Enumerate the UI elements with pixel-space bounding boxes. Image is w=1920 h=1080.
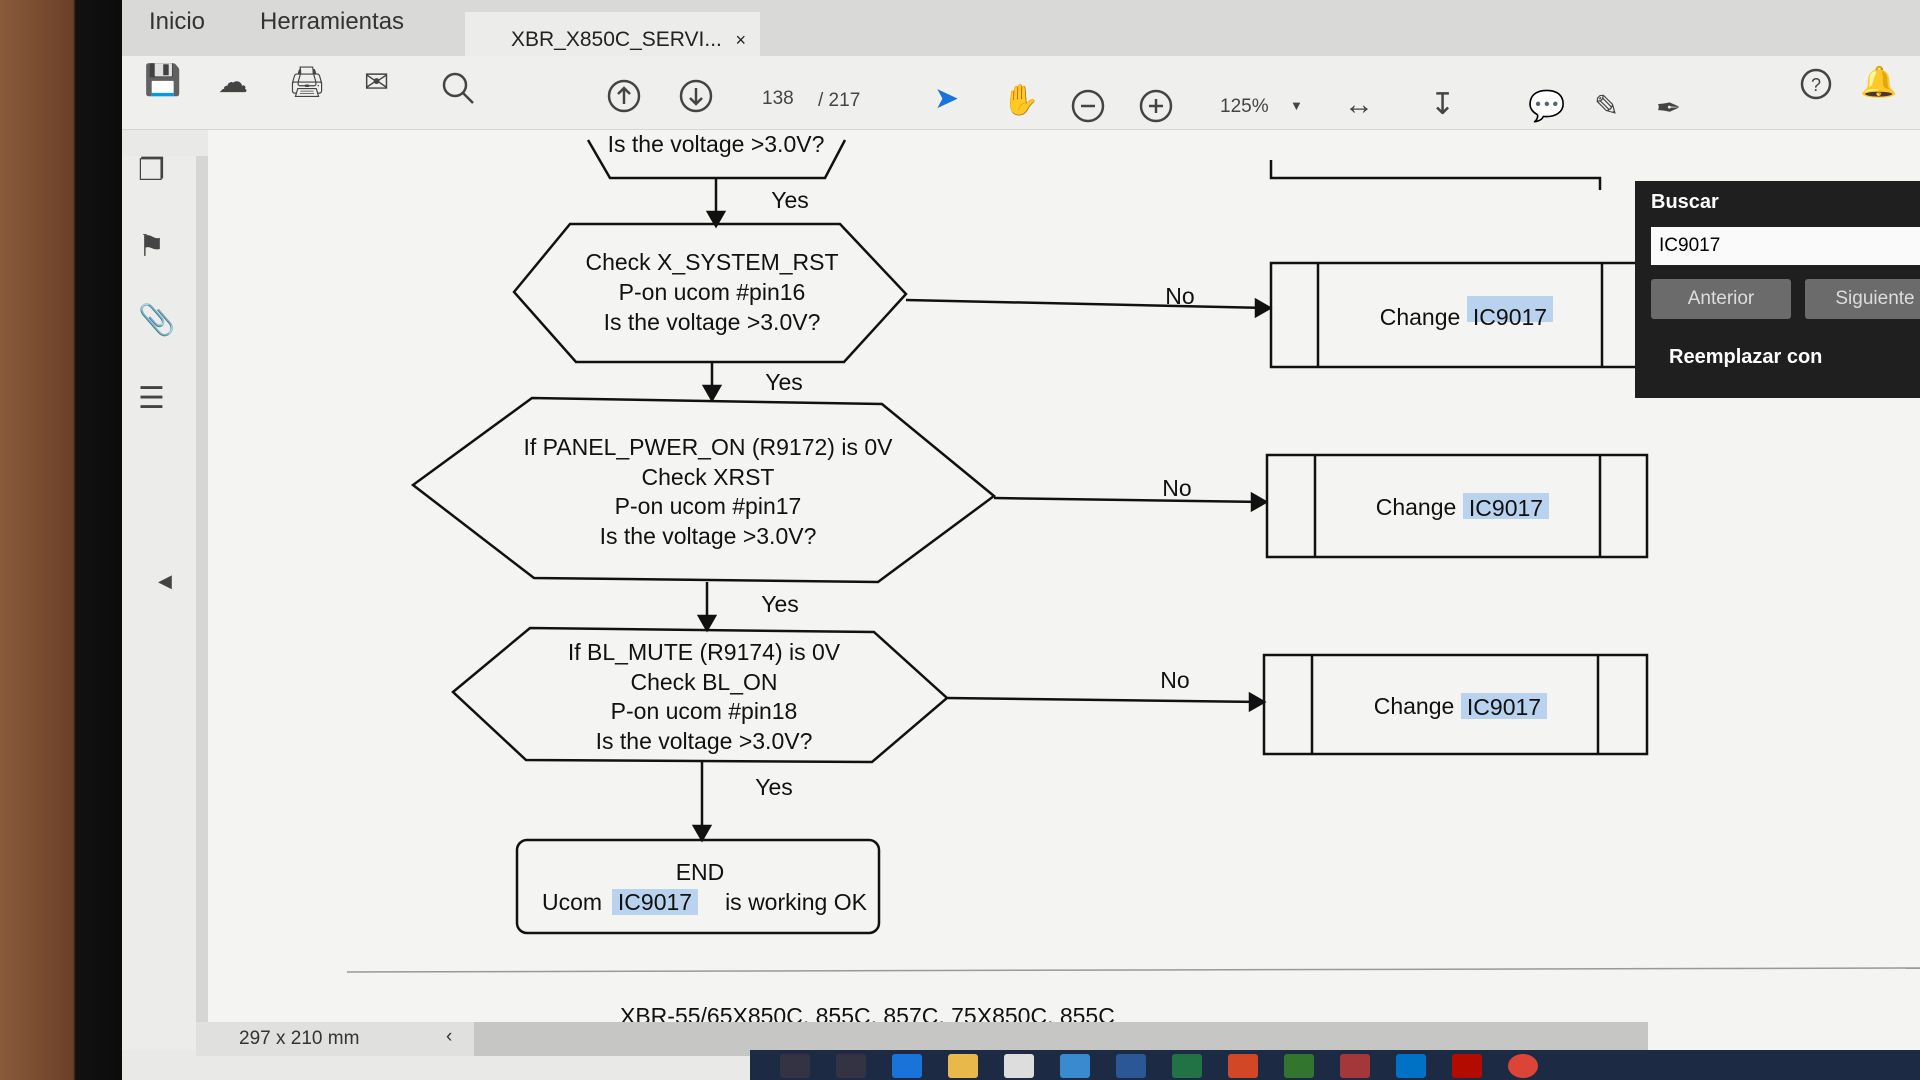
change-label: Change [1380,304,1461,330]
chrome-icon[interactable] [1508,1054,1538,1078]
d2-line1: If PANEL_PWER_ON (R9172) is 0V [524,434,894,460]
no-label: No [1160,667,1189,693]
comment-icon[interactable]: 💬 [1528,90,1566,123]
yes-label: Yes [771,187,809,213]
previous-result-button[interactable]: Anterior [1651,279,1791,319]
excel-icon[interactable] [1172,1054,1202,1078]
d2-line2: Check XRST [642,464,775,490]
scroll-mode-icon[interactable]: ↧ [1430,88,1456,121]
page-size: 297 x 210 mm [239,1028,360,1049]
decision-x-system-rst [512,222,908,364]
project-icon[interactable] [1284,1054,1314,1078]
attachment-icon[interactable]: 📎 [138,304,176,337]
chevron-down-icon[interactable]: ▼ [1290,98,1303,113]
change-label: Change [1376,494,1457,520]
store-icon[interactable] [1004,1054,1034,1078]
notifications-bell-icon[interactable]: 🔔 [1860,66,1898,99]
svg-text:?: ? [1811,75,1821,95]
find-panel: Buscar Anterior Siguiente Reemplazar con [1635,181,1920,398]
zoom-in-icon[interactable] [1138,88,1174,130]
mail-app-icon[interactable] [1060,1054,1090,1078]
tab-tools[interactable]: Herramientas [260,8,405,35]
pane-divider[interactable] [196,156,208,1050]
help-icon[interactable]: ? [1798,66,1834,108]
d1-line1: Check X_SYSTEM_RST [585,249,838,275]
find-title: Buscar [1651,191,1719,213]
change-label: Change [1374,693,1455,719]
d3-line4: Is the voltage >3.0V? [596,728,813,754]
collapse-pane-icon[interactable]: ◀ [158,571,172,591]
no-label: No [1162,475,1191,501]
process-box-1 [1269,261,1653,369]
tab-document[interactable]: XBR_X850C_SERVI... × [465,12,760,56]
search-icon[interactable] [440,70,476,112]
page-total: / 217 [818,90,861,111]
process-box-2 [1265,453,1649,559]
page-number-input[interactable]: 138 [762,88,794,109]
word-icon[interactable] [1116,1054,1146,1078]
close-tab-icon[interactable]: × [735,30,746,50]
acrobat-icon[interactable] [1452,1054,1482,1078]
save-icon[interactable]: 💾 [144,64,182,97]
print-icon[interactable]: 🖨 [288,66,327,99]
end-text-ucom: Ucom [542,889,602,915]
sign-icon[interactable]: ✒ [1656,92,1682,125]
find-input[interactable] [1651,227,1920,265]
replace-with-toggle[interactable]: Reemplazar con [1669,346,1823,368]
left-navigation-pane: ❐ ⚑ 📎 ☰ ◀ [122,156,196,1050]
process-box-3 [1262,653,1649,756]
bookmark-icon[interactable]: ⚑ [138,230,165,263]
file-explorer-icon[interactable] [948,1054,978,1078]
partial-decision-text: Is the voltage >3.0V? [608,131,825,157]
access-icon[interactable] [1340,1054,1370,1078]
previous-page-icon[interactable] [606,78,642,120]
zoom-level-dropdown[interactable]: 125% [1220,96,1269,117]
d3-line2: Check BL_ON [630,669,777,695]
end-text-ok: is working OK [725,889,868,915]
select-cursor-icon[interactable]: ➤ [934,82,960,115]
end-text-ic: IC9017 [618,889,692,915]
layers-icon[interactable]: ☰ [138,382,165,415]
hand-tool-icon[interactable]: ✋ [1002,84,1040,117]
yes-label: Yes [761,591,799,617]
upload-cloud-icon[interactable]: ☁ [218,66,248,99]
windows-taskbar [750,1050,1920,1080]
change-ic: IC9017 [1473,304,1547,330]
acrobat-window: Inicio Herramientas XBR_X850C_SERVI...× … [122,0,1920,1080]
yes-label: Yes [755,774,793,800]
d2-line3: P-on ucom #pin17 [615,493,802,519]
partial-decision-top [586,139,847,180]
end-box [515,838,881,935]
tab-bar: Inicio Herramientas XBR_X850C_SERVI... × [122,0,1920,56]
email-icon[interactable]: ✉ [364,66,390,99]
powerpoint-icon[interactable] [1228,1054,1258,1078]
no-label: No [1165,283,1194,309]
d3-line3: P-on ucom #pin18 [611,698,798,724]
highlight-pen-icon[interactable]: ✎ [1594,90,1620,123]
next-page-icon[interactable] [678,78,714,120]
zoom-out-icon[interactable] [1070,88,1106,130]
task-view-icon[interactable] [836,1054,866,1078]
d1-line2: P-on ucom #pin16 [619,279,806,305]
cortana-icon[interactable] [780,1054,810,1078]
page-thumbnails-icon[interactable]: ❐ [138,154,165,187]
change-ic: IC9017 [1469,495,1543,521]
d2-line4: Is the voltage >3.0V? [600,523,817,549]
chevron-left-icon[interactable]: ‹ [446,1026,453,1047]
fit-page-icon[interactable]: ↔ [1344,88,1374,121]
monitor-bezel [0,0,122,1080]
outlook-icon[interactable] [1396,1054,1426,1078]
toolbar: 💾 ☁ 🖨 ✉ 138 / 217 ➤ ✋ 125% ▼ ↔ ↧ 💬 ✎ ✒ ?… [122,56,1920,130]
d3-line1: If BL_MUTE (R9174) is 0V [568,639,841,665]
end-label: END [676,859,725,885]
next-result-button[interactable]: Siguiente [1805,279,1920,319]
decision-panel-pwer-on [410,396,997,584]
change-ic: IC9017 [1467,694,1541,720]
edge-icon[interactable] [892,1054,922,1078]
d1-line3: Is the voltage >3.0V? [604,309,821,335]
pdf-page: Is the voltage >3.0V? Yes Check X_SYSTEM… [208,130,1920,1050]
tab-home[interactable]: Inicio [149,8,206,35]
yes-label: Yes [765,369,803,395]
document-tab-label: XBR_X850C_SERVI... [511,28,722,51]
